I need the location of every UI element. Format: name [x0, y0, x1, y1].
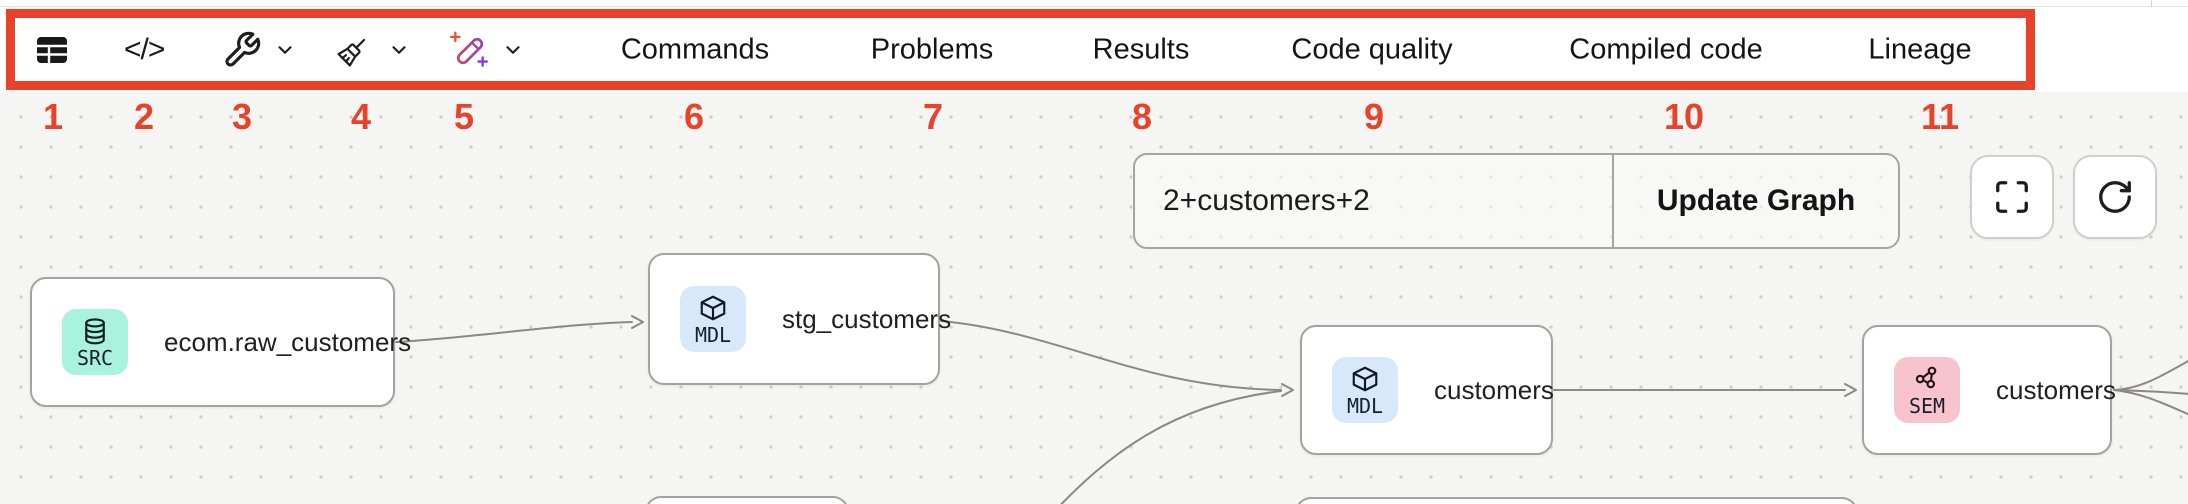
- badge-label: SEM: [1908, 393, 1946, 418]
- badge-label: MDL: [1346, 393, 1384, 418]
- tab-compiled-code[interactable]: Compiled code: [1569, 33, 1763, 66]
- fullscreen-button[interactable]: [1970, 155, 2054, 239]
- chevron-down-icon[interactable]: [388, 39, 410, 61]
- annotation-marker-1: 1: [42, 96, 64, 137]
- graph-filter-bar: Update Graph: [1133, 153, 1900, 249]
- cube-icon: [1350, 364, 1380, 394]
- annotation-marker-11: 11: [1920, 96, 1960, 137]
- wrench-icon: [222, 30, 262, 70]
- source-badge: SRC: [62, 309, 128, 375]
- node-ecom-raw-customers[interactable]: SRC ecom.raw_customers: [30, 277, 411, 407]
- table-button[interactable]: [32, 27, 72, 73]
- broom-icon: [336, 30, 376, 70]
- fullscreen-icon: [1993, 178, 2031, 216]
- toolbar: </>: [0, 0, 2188, 92]
- semantic-graph-icon: [1912, 364, 1942, 394]
- node-stg-customers[interactable]: MDL stg_customers: [648, 253, 951, 385]
- top-border: [0, 6, 2188, 7]
- database-icon: [80, 316, 110, 346]
- wrench-button[interactable]: [222, 27, 296, 73]
- model-badge: MDL: [680, 286, 746, 352]
- lineage-edges: [395, 315, 2188, 504]
- tab-lineage[interactable]: Lineage: [1868, 33, 1972, 66]
- annotation-marker-2: 2: [133, 96, 155, 137]
- table-icon: [32, 30, 72, 70]
- annotation-marker-9: 9: [1363, 96, 1385, 137]
- node-title: customers: [1996, 374, 2116, 405]
- code-button[interactable]: </>: [124, 27, 165, 73]
- refresh-button[interactable]: [2073, 155, 2157, 239]
- annotation-marker-7: 7: [922, 96, 944, 137]
- annotation-marker-5: 5: [453, 96, 475, 137]
- model-badge: MDL: [1332, 357, 1398, 423]
- code-icon: </>: [124, 33, 165, 66]
- annotation-marker-8: 8: [1131, 96, 1153, 137]
- broom-button[interactable]: [336, 27, 410, 73]
- update-graph-button[interactable]: Update Graph: [1614, 155, 1898, 247]
- tab-code-quality[interactable]: Code quality: [1291, 33, 1453, 66]
- tab-problems[interactable]: Problems: [870, 33, 994, 66]
- annotation-marker-6: 6: [683, 96, 705, 137]
- tab-results[interactable]: Results: [1092, 33, 1190, 66]
- node-partial-right[interactable]: [1295, 497, 1858, 504]
- chevron-down-icon[interactable]: [502, 39, 524, 61]
- cube-icon: [698, 293, 728, 323]
- magic-wand-button[interactable]: [448, 27, 524, 73]
- magic-wand-icon: [448, 29, 490, 71]
- semantic-badge: SEM: [1894, 357, 1960, 423]
- node-title: stg_customers: [782, 303, 952, 334]
- refresh-icon: [2096, 178, 2134, 216]
- tab-commands[interactable]: Commands: [620, 33, 770, 66]
- annotation-marker-4: 4: [350, 96, 372, 137]
- node-customers-semantic[interactable]: SEM customers: [1862, 325, 2116, 455]
- node-title: ecom.raw_customers: [164, 326, 412, 357]
- badge-label: MDL: [694, 322, 732, 347]
- annotation-marker-10: 10: [1663, 96, 1705, 137]
- panel-divider-tick: [2151, 0, 2152, 7]
- node-partial-left[interactable]: [645, 496, 849, 504]
- node-customers-model[interactable]: MDL customers: [1300, 325, 1554, 455]
- badge-label: SRC: [76, 345, 114, 370]
- node-title: customers: [1434, 374, 1554, 405]
- chevron-down-icon[interactable]: [274, 39, 296, 61]
- annotation-marker-3: 3: [231, 96, 253, 137]
- lineage-filter-input[interactable]: [1135, 155, 1614, 247]
- lineage-canvas[interactable]: Update Graph: [0, 92, 2188, 504]
